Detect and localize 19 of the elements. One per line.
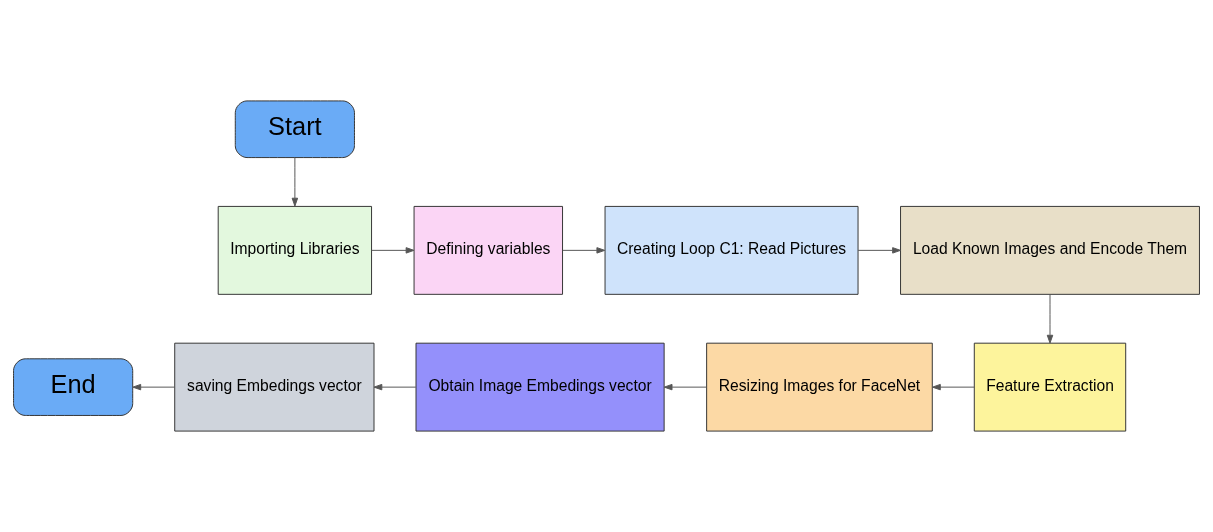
- node-box: Resizing Images for FaceNet: [706, 342, 933, 432]
- arrow: [371, 247, 415, 254]
- node-box: Obtain Image Embedings vector: [415, 342, 665, 432]
- arrow: [857, 247, 901, 254]
- node-box: Feature Extraction: [973, 342, 1127, 432]
- arrow: [562, 247, 606, 254]
- node-box: Start: [234, 100, 355, 159]
- arrow: [291, 157, 299, 207]
- arrow: [663, 383, 707, 391]
- node-box: Defining variables: [413, 205, 564, 295]
- node-box: Importing Libraries: [217, 205, 373, 295]
- arrow: [932, 383, 975, 391]
- arrow: [132, 383, 176, 391]
- arrow: [1046, 293, 1054, 344]
- node-box: End: [13, 358, 134, 416]
- node-box: Creating Loop C1: Read Pictures: [604, 205, 859, 295]
- node-box: saving Embedings vector: [174, 342, 375, 432]
- node-box: Load Known Images and Encode Them: [900, 205, 1200, 295]
- arrow: [373, 383, 417, 391]
